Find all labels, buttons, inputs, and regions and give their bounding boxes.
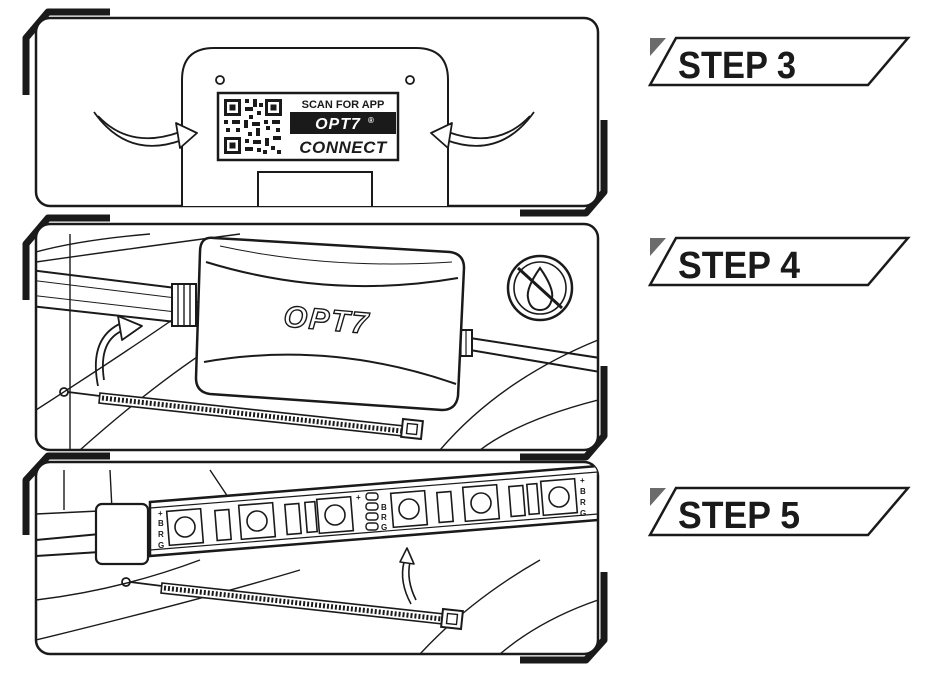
step-banner-4: STEP 4 [647,236,911,287]
pin-label: B [158,519,164,528]
curved-arrow-up-icon [94,315,143,387]
zip-tie [59,387,424,441]
brand-logo: OPT7 [315,116,361,133]
qr-caption: SCAN FOR APP [302,99,385,111]
pin-label: + [580,476,585,485]
pin-label: B [381,503,387,512]
pin-label: + [158,509,163,518]
panel-step-4: OPT7 [22,214,608,461]
curved-arrow-up-icon [399,547,417,605]
zip-tie [121,577,464,631]
pin-label: G [381,523,387,532]
pin-label: B [580,487,586,496]
step-label: STEP 5 [678,495,800,537]
curved-arrow-right-icon [93,111,198,149]
panel-step-3: SCAN FOR APP OPT7 ® CONNECT [22,8,608,217]
step-banner-5: STEP 5 [647,486,911,537]
pin-label: R [381,513,387,522]
screw-hole [215,75,225,85]
controller-module: OPT7 [194,236,466,412]
pin-label: G [158,541,164,550]
pin-label: + [356,493,361,502]
step-label: STEP 3 [678,45,796,87]
screw-hole [405,75,415,85]
cable-connector [171,283,197,327]
strip-end-cap [94,502,150,566]
no-water-icon [506,254,574,322]
pin-label: G [580,509,586,518]
step-banner-3: STEP 3 [647,36,911,87]
app-name: CONNECT [299,138,388,157]
led-strip: + B R G + B R G + B R G [148,464,598,558]
panel-step-5: + B R G + B R G + B R G [22,452,608,664]
curved-arrow-left-icon [430,111,535,149]
qr-code-icon [222,97,284,156]
controller-slot [257,171,373,206]
step-label: STEP 4 [678,245,800,287]
registered-mark: ® [368,116,374,125]
brand-bar [290,112,396,134]
pin-label: R [158,530,164,539]
pin-label: R [580,498,586,507]
